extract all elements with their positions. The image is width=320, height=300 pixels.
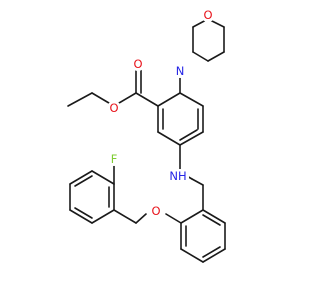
- fluorine-label: F: [107, 152, 121, 166]
- morpholine-oxygen-label: O: [201, 8, 215, 22]
- morpholine-oxygen-symbol: O: [203, 8, 212, 22]
- fluorine-symbol: F: [111, 152, 118, 166]
- ether-oxygen-label: O: [149, 204, 163, 218]
- carbonyl-oxygen-label: O: [131, 57, 145, 71]
- molecule-canvas: O N O O NH F O: [67, 8, 226, 263]
- ester-oxygen-label: O: [107, 101, 121, 115]
- ether-oxygen-symbol: O: [151, 204, 160, 218]
- amine-nh-symbol: NH: [169, 169, 186, 183]
- atom-label-layer: O N O O NH F O: [107, 8, 215, 218]
- carbonyl-oxygen-symbol: O: [133, 57, 142, 71]
- morpholine-nitrogen-symbol: N: [176, 64, 185, 78]
- amine-nh-label: NH: [167, 169, 189, 183]
- ester-oxygen-symbol: O: [109, 101, 118, 115]
- morpholine-nitrogen-label: N: [173, 64, 187, 78]
- structure-drawing: O N O O NH F O: [67, 8, 226, 263]
- bond-layer: [67, 18, 226, 263]
